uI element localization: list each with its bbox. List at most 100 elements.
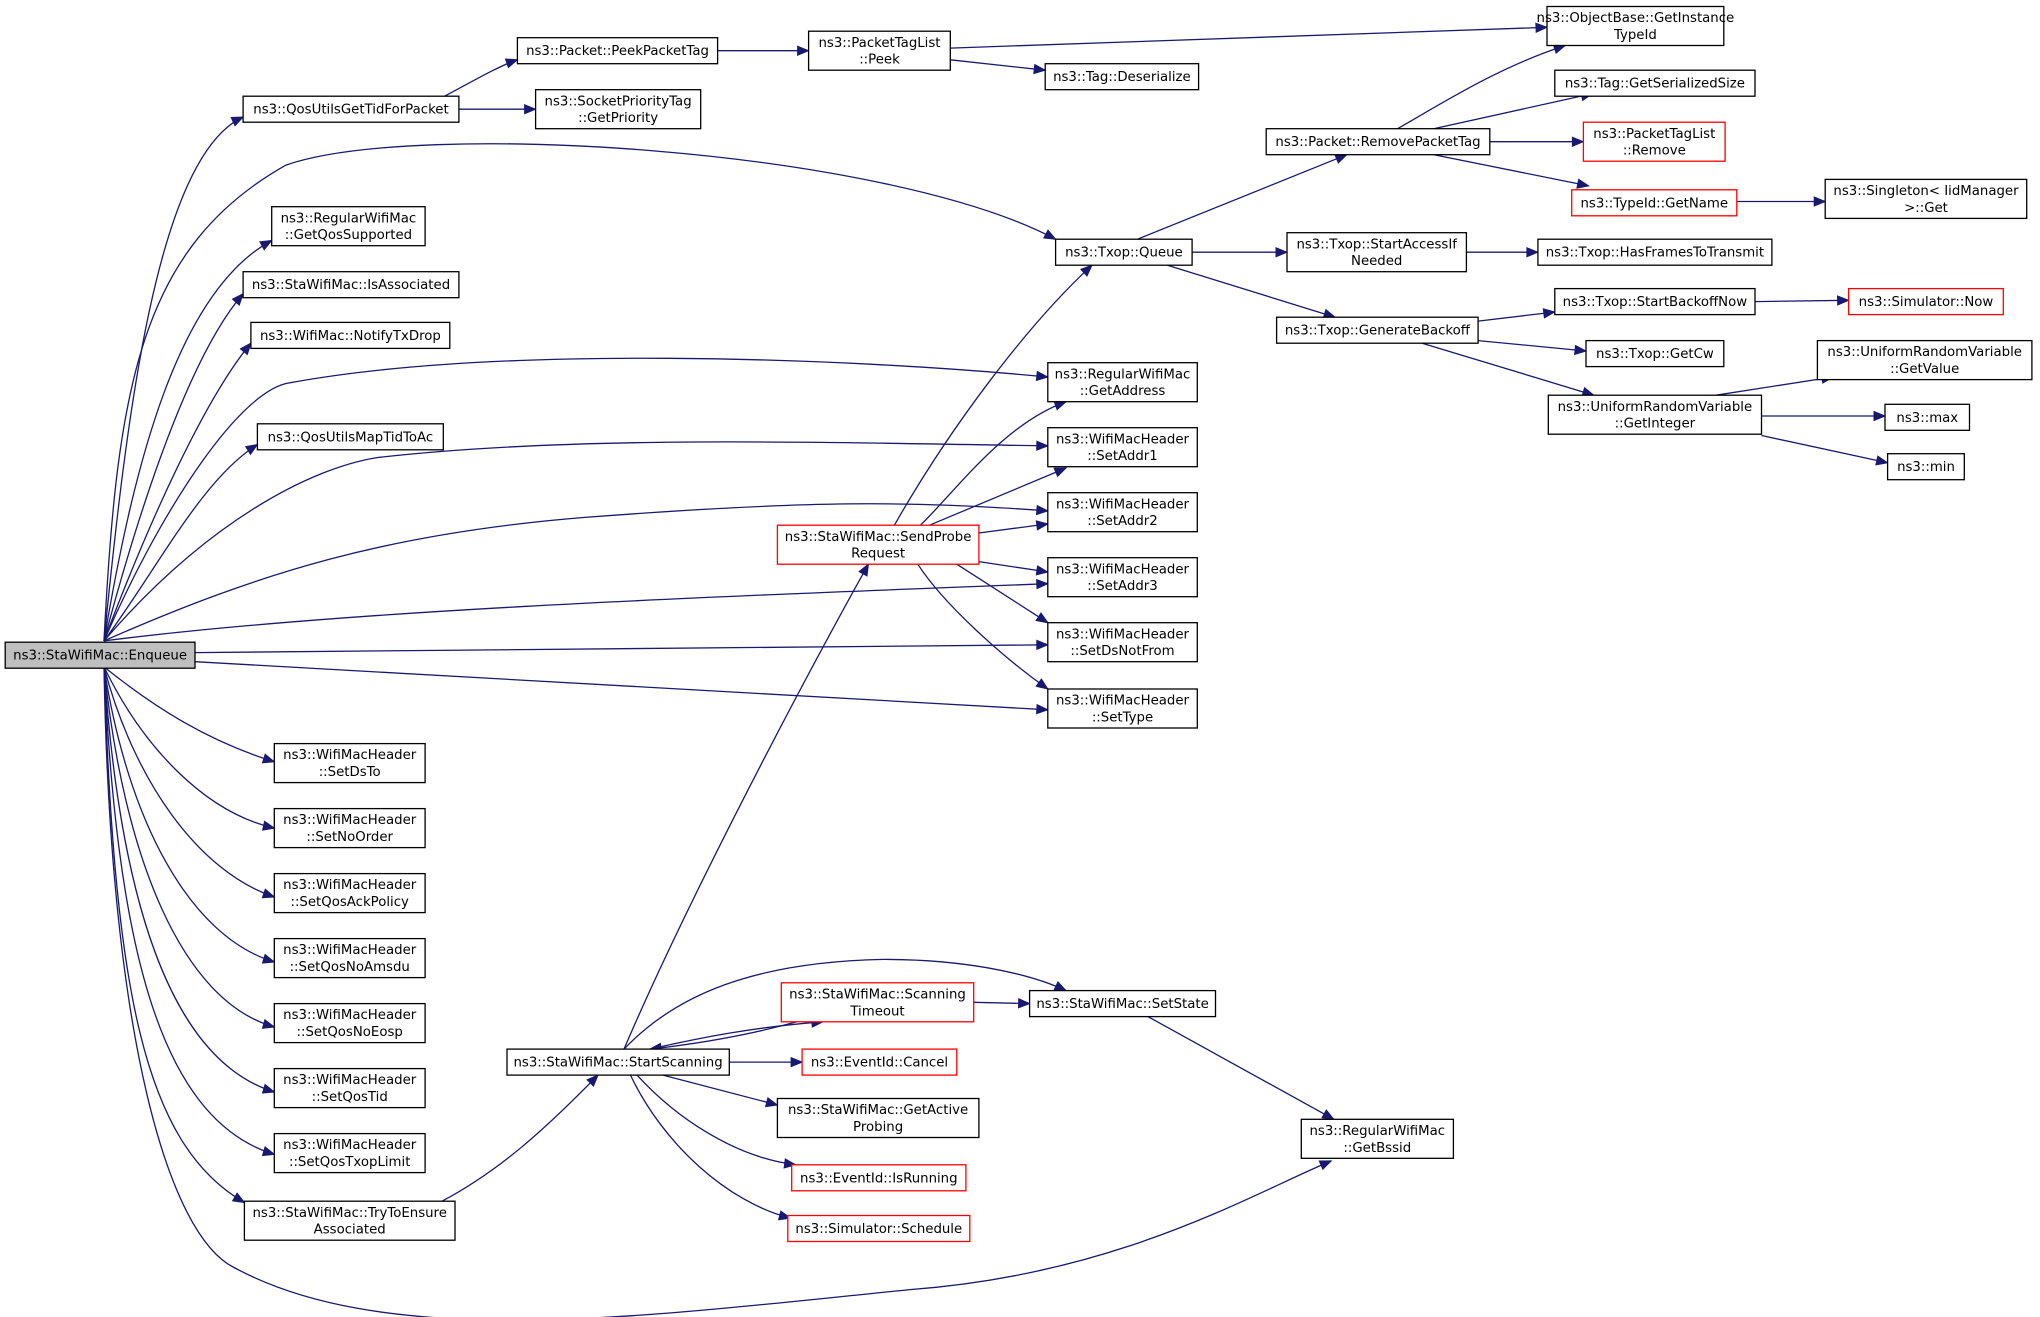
node-ev-cancel[interactable]: ns3::EventId::Cancel — [801, 1048, 958, 1076]
arrowhead — [858, 563, 870, 577]
node-set-ds-to[interactable]: ns3::WifiMacHeader::SetDsTo — [273, 742, 426, 784]
node-box — [242, 271, 460, 299]
edge-line — [950, 59, 1046, 71]
node-set-addr2[interactable]: ns3::WifiMacHeader::SetAddr2 — [1047, 492, 1198, 533]
edge-line — [919, 401, 1067, 526]
node-label: ns3::EventId::Cancel — [811, 1056, 948, 1071]
node-label: ns3::QosUtilsGetTidForPacket — [253, 103, 448, 118]
node-ev-running[interactable]: ns3::EventId::IsRunning — [791, 1164, 967, 1192]
node-tag-list-peek[interactable]: ns3::PacketTagList::Peek — [807, 30, 951, 71]
node-sim-now[interactable]: ns3::Simulator::Now — [1847, 287, 2004, 316]
node-box — [1300, 1118, 1455, 1159]
edge-txop-queue-to-start-access — [1192, 246, 1289, 258]
node-qos-tid[interactable]: ns3::QosUtilsGetTidForPacket — [242, 95, 460, 123]
node-box — [1847, 287, 2004, 316]
node-ns-max[interactable]: ns3::max — [1884, 403, 1971, 431]
arrowhead — [790, 1056, 804, 1068]
node-set-qos-no-eosp[interactable]: ns3::WifiMacHeader::SetQosNoEosp — [273, 1002, 426, 1044]
node-box — [1054, 238, 1193, 266]
node-set-qos-no-amsdu[interactable]: ns3::WifiMacHeader::SetQosNoAmsdu — [273, 937, 426, 979]
node-get-integer[interactable]: ns3::UniformRandomVariable::GetInteger — [1547, 394, 1763, 435]
arrowhead — [231, 1192, 246, 1204]
node-get-cw[interactable]: ns3::Txop::GetCw — [1585, 339, 1725, 368]
node-label: Associated — [314, 1223, 386, 1238]
arrowhead — [259, 239, 273, 251]
node-box — [1028, 989, 1217, 1018]
arrowhead — [1035, 678, 1049, 690]
arrowhead — [524, 103, 537, 115]
arrowhead — [1036, 639, 1050, 651]
arrowhead — [1334, 154, 1349, 164]
node-set-addr1[interactable]: ns3::WifiMacHeader::SetAddr1 — [1047, 427, 1198, 468]
node-start-backoff[interactable]: ns3::Txop::StartBackoffNow — [1554, 287, 1756, 316]
edge-start-scan-to-scan-timeout — [649, 1017, 825, 1050]
node-label: ::SetQosAckPolicy — [290, 895, 409, 910]
node-box — [273, 872, 426, 914]
arrowhead — [1318, 1160, 1333, 1171]
node-set-ds-not-from[interactable]: ns3::WifiMacHeader::SetDsNotFrom — [1047, 622, 1198, 663]
node-map-tid[interactable]: ns3::QosUtilsMapTidToAc — [256, 423, 444, 451]
node-box — [242, 95, 460, 123]
node-label: ::GetBssid — [1343, 1141, 1411, 1156]
node-label: ns3::StaWifiMac::Enqueue — [13, 649, 187, 664]
node-start-scan[interactable]: ns3::StaWifiMac::StartScanning — [506, 1048, 730, 1076]
edge-enqueue-to-get-bssid — [103, 666, 1333, 1317]
node-is-assoc[interactable]: ns3::StaWifiMac::IsAssociated — [242, 271, 460, 299]
edge-send-probe-to-txop-queue — [893, 264, 1093, 526]
edge-line — [1167, 264, 1336, 318]
node-get-qos[interactable]: ns3::RegularWifiMac::GetQosSupported — [271, 206, 426, 247]
node-box — [1047, 492, 1198, 533]
node-get-bssid[interactable]: ns3::RegularWifiMac::GetBssid — [1300, 1118, 1455, 1159]
node-notify-tx[interactable]: ns3::WifiMac::NotifyTxDrop — [250, 321, 451, 350]
arrowhead — [1035, 520, 1050, 531]
node-singleton[interactable]: ns3::Singleton< IidManager >::Get — [1824, 178, 2028, 220]
node-label: ns3::Singleton< IidManager — [1833, 184, 2019, 199]
node-box — [1816, 339, 2033, 381]
node-label: ns3::WifiMacHeader — [1056, 694, 1190, 709]
node-get-value[interactable]: ns3::UniformRandomVariable::GetValue — [1816, 339, 2033, 381]
node-type-id-name[interactable]: ns3::TypeId::GetName — [1571, 189, 1738, 217]
edge-tag-list-peek-to-tag-deser — [950, 59, 1047, 75]
node-set-qos-ack[interactable]: ns3::WifiMacHeader::SetQosAckPolicy — [273, 872, 426, 914]
node-set-qos-txop[interactable]: ns3::WifiMacHeader::SetQosTxopLimit — [273, 1132, 426, 1174]
node-box — [1824, 178, 2028, 220]
node-tag-deser[interactable]: ns3::Tag::Deserialize — [1044, 63, 1200, 91]
node-enqueue[interactable]: ns3::StaWifiMac::Enqueue — [4, 641, 196, 669]
node-gen-backoff[interactable]: ns3::Txop::GenerateBackoff — [1275, 316, 1479, 344]
node-label: ::Peek — [859, 53, 900, 68]
node-set-qos-tid[interactable]: ns3::WifiMacHeader::SetQosTid — [273, 1067, 426, 1109]
node-remove-tag[interactable]: ns3::Packet::RemovePacketTag — [1265, 128, 1491, 156]
node-sock-prio[interactable]: ns3::SocketPriorityTag::GetPriority — [534, 89, 702, 130]
edge-line — [1433, 92, 1593, 130]
node-tag-list-remove[interactable]: ns3::PacketTagList::Remove — [1582, 121, 1726, 162]
node-label: ns3::StaWifiMac::IsAssociated — [252, 278, 450, 293]
node-label: ns3::UniformRandomVariable — [1827, 345, 2022, 360]
node-ns-min[interactable]: ns3::min — [1886, 453, 1965, 481]
edge-remove-tag-to-type-id-name — [1433, 154, 1590, 189]
node-set-state[interactable]: ns3::StaWifiMac::SetState — [1028, 989, 1217, 1018]
node-peek-tag[interactable]: ns3::Packet::PeekPacketTag — [516, 37, 719, 65]
node-set-type[interactable]: ns3::WifiMacHeader::SetType — [1047, 688, 1198, 729]
edge-gen-backoff-to-start-backoff — [1478, 308, 1557, 322]
edge-line — [1147, 1016, 1335, 1120]
node-get-ser-size[interactable]: ns3::Tag::GetSerializedSize — [1554, 69, 1756, 97]
node-set-addr3[interactable]: ns3::WifiMacHeader::SetAddr3 — [1047, 557, 1198, 598]
node-has-frames[interactable]: ns3::Txop::HasFramesToTransmit — [1537, 238, 1773, 266]
node-box — [791, 1164, 967, 1192]
node-txop-queue[interactable]: ns3::Txop::Queue — [1054, 238, 1193, 266]
edge-line — [1137, 154, 1348, 240]
node-label: ns3::Tag::Deserialize — [1053, 70, 1191, 85]
node-box — [1554, 69, 1756, 97]
edge-scan-timeout-to-set-state — [973, 998, 1031, 1009]
node-sim-schedule[interactable]: ns3::Simulator::Schedule — [787, 1214, 971, 1243]
arrowhead — [783, 1158, 797, 1169]
node-get-address[interactable]: ns3::RegularWifiMac::GetAddress — [1047, 362, 1198, 403]
node-set-no-order[interactable]: ns3::WifiMacHeader::SetNoOrder — [273, 807, 426, 849]
